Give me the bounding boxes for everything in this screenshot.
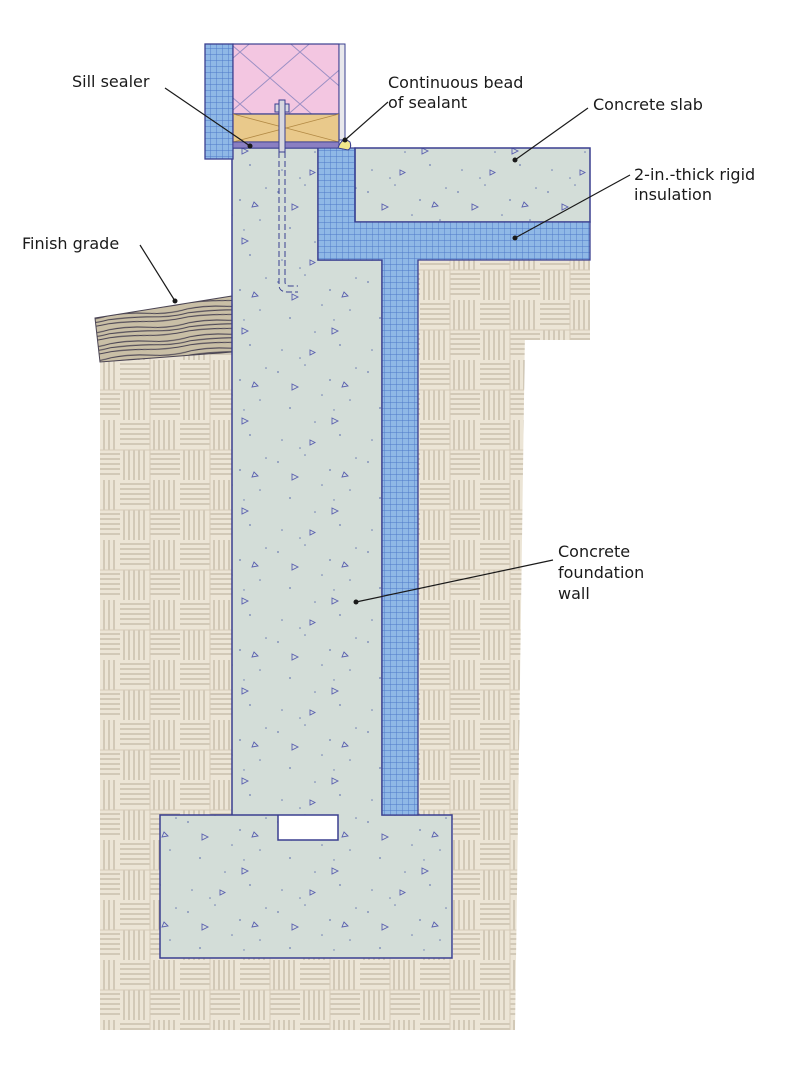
label-continuous-bead: Continuous bead [388,73,523,92]
finish-grade-leader [139,244,176,302]
label-of-sealant: of sealant [388,93,467,112]
label-wall: wall [558,584,590,603]
finish-grade-layer [94,295,233,363]
label-concrete-slab: Concrete slab [593,95,703,114]
label-foundation: foundation [558,563,644,582]
label-finish-grade: Finish grade [22,234,119,253]
sill-sealer-leader [164,87,251,147]
label-rigid-insulation: 2-in.-thick rigid [634,165,755,184]
soil-fill [100,260,590,1030]
sealant-leader [344,101,389,141]
concrete-slab-leader [514,107,589,161]
sealant-bead [337,139,352,151]
concrete-slab [354,147,591,223]
foundation-wall-leader [355,559,554,603]
exterior-rigid-insulation [204,43,234,160]
label-insulation: insulation [634,185,712,204]
label-sill-sealer: Sill sealer [72,72,150,91]
rigid-insulation [317,147,591,816]
drywall [338,43,346,141]
rigid-insulation-leader [514,174,631,239]
label-concrete: Concrete [558,542,630,561]
anchor-bolt [274,99,298,293]
